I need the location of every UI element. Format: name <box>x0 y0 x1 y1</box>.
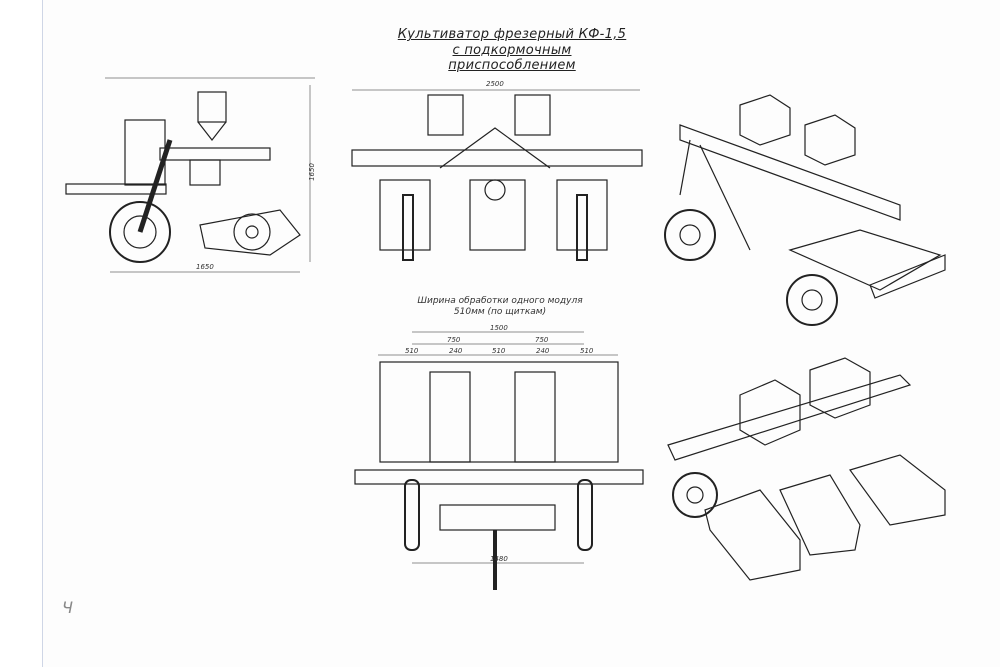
side-width-dim: 1650 <box>196 263 214 271</box>
front-view <box>351 89 643 261</box>
isometric-view-bottom <box>667 357 946 581</box>
module-caption-2: 510мм (по щиткам) <box>453 307 547 317</box>
dim-seg-2: 240 <box>449 347 463 355</box>
dim-seg-3: 510 <box>492 347 506 355</box>
dim-total: 1500 <box>490 324 508 332</box>
dim-half-left: 750 <box>447 336 461 344</box>
side-height-dim: 1650 <box>307 163 316 181</box>
title-line-2: с подкормочным приспособлением <box>448 43 576 73</box>
front-width-dim: 2500 <box>486 80 504 88</box>
dim-seg-4: 240 <box>536 347 550 355</box>
dim-seg-5: 510 <box>580 347 594 355</box>
module-caption-1: Ширина обработки одного модуля <box>417 296 583 306</box>
side-view <box>65 77 315 273</box>
handwritten-mark: Ч <box>62 598 73 617</box>
isometric-view-top <box>664 94 946 326</box>
title-line-1: Культиватор фрезерный КФ-1,5 <box>397 27 627 42</box>
drawing-sheet <box>42 0 1000 667</box>
dim-half-right: 750 <box>535 336 549 344</box>
dim-seg-1: 510 <box>405 347 419 355</box>
top-view <box>354 331 644 590</box>
dim-track: 1480 <box>490 555 508 563</box>
